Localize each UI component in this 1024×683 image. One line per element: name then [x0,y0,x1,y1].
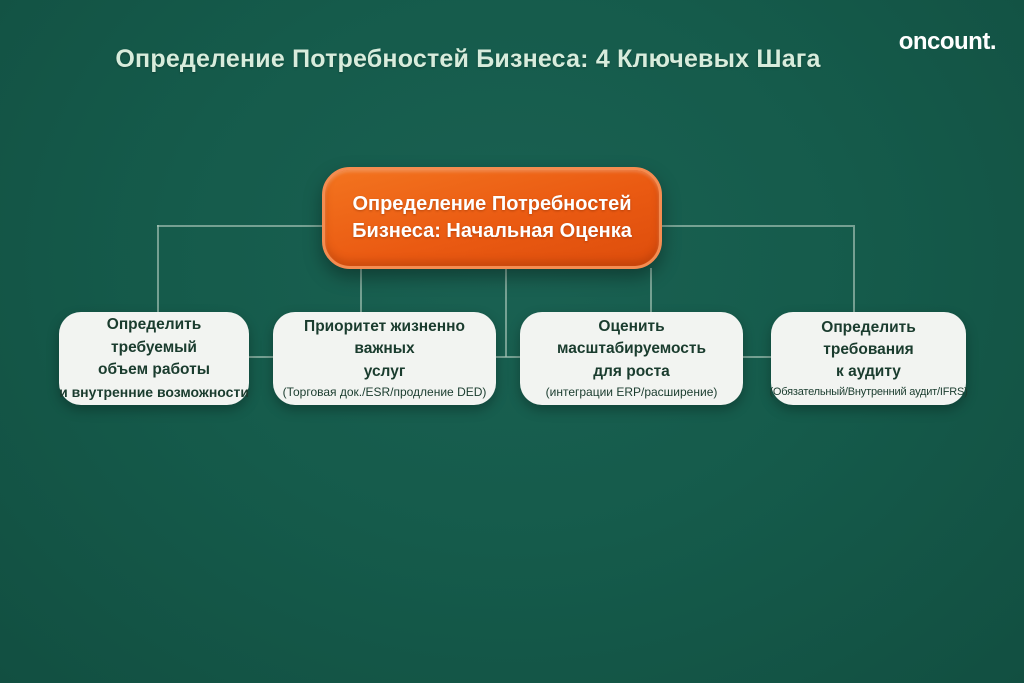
step-box-scalability: Оценить масштабируемость для роста (инте… [520,312,743,405]
step-box-workload: Определить требуемый объем работы и внут… [59,312,249,405]
connector-line [853,225,855,312]
step-subtitle: (интеграции ERP/расширение) [545,385,718,400]
connector-line [496,356,520,358]
page-title: Определение Потребностей Бизнеса: 4 Ключ… [115,45,821,73]
step-title: Приоритет жизненно важных услуг [304,317,465,380]
connector-line [157,225,159,312]
connector-line [662,225,853,227]
connector-line [157,225,322,227]
step-subtitle: (Обязательный/Внутренний аудит/IFRS) [769,385,968,398]
step-box-services: Приоритет жизненно важных услуг (Торгова… [273,312,496,405]
connector-line [243,356,273,358]
step-title: Определить требуемый объем работы [98,316,210,379]
step-title: Определить требования к аудиту [821,318,916,381]
root-node-label: Определение Потребностей Бизнеса: Началь… [352,193,632,242]
connector-line [505,268,507,357]
diagram-root-node: Определение Потребностей Бизнеса: Началь… [322,167,662,269]
step-subtitle: и внутренние возможности [59,383,249,400]
step-box-audit: Определить требования к аудиту (Обязател… [769,312,968,405]
connector-line [743,356,771,358]
connector-line [650,268,652,312]
connector-line [360,268,362,312]
step-subtitle: (Торговая док./ESR/продление DED) [282,385,487,400]
step-title: Оценить масштабируемость для роста [556,317,707,380]
brand-logo: oncount. [898,28,997,55]
